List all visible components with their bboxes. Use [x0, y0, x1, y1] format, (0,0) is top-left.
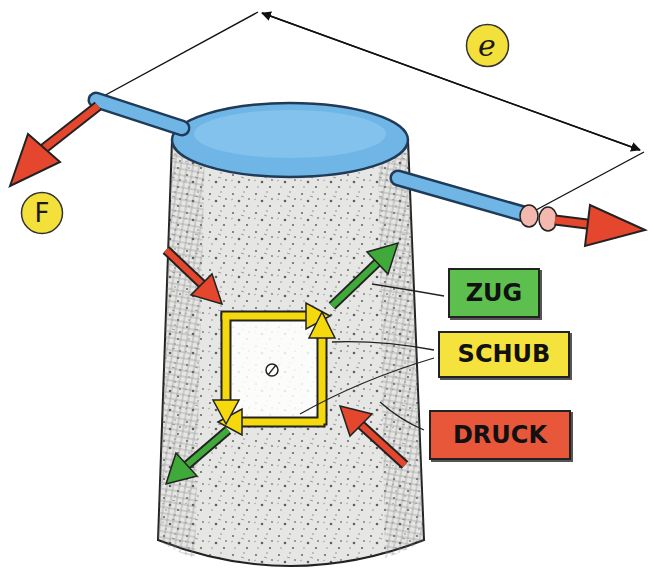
- concrete-column: [158, 103, 424, 566]
- tension-box: ZUG: [448, 268, 540, 318]
- node-text: SCHUB: [458, 340, 551, 368]
- node-text: DRUCK: [453, 421, 547, 449]
- shear-box: SCHUB: [438, 331, 570, 378]
- circle-shape: [22, 193, 63, 234]
- leader-line: [300, 284, 444, 430]
- force-label: F: [20, 191, 64, 235]
- circle-shape: [466, 24, 508, 66]
- dimension-label: e: [465, 23, 510, 68]
- text-group: SCHUB: [458, 340, 551, 368]
- text-group: F: [35, 198, 50, 228]
- compression-box: DRUCK: [429, 410, 571, 460]
- node-text: ZUG: [466, 279, 523, 307]
- force-arrow: [10, 106, 645, 246]
- node-text: F: [35, 198, 50, 228]
- lever-arm: [96, 100, 524, 214]
- node-text: e: [478, 28, 496, 63]
- text-group: e: [478, 28, 496, 63]
- text-group: ZUG: [466, 279, 523, 307]
- compression-arrow: [166, 250, 405, 465]
- stress-element: [213, 303, 335, 435]
- text-group: DRUCK: [453, 421, 547, 449]
- tension-arrow: [166, 243, 398, 484]
